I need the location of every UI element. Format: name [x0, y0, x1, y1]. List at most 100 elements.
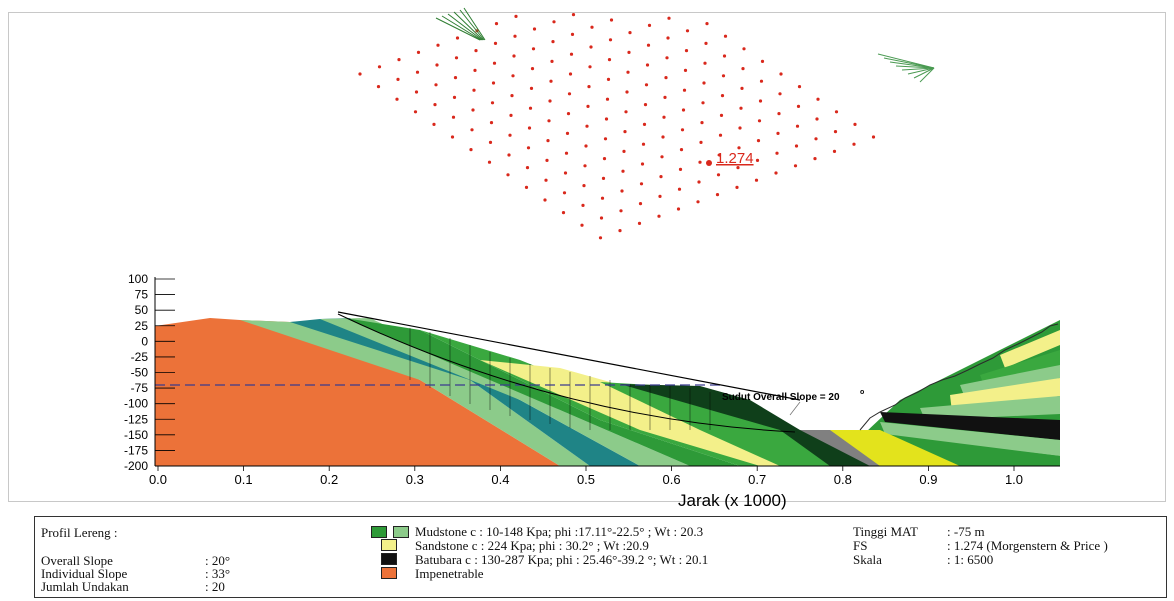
grid-point: [527, 126, 532, 130]
grid-point: [474, 49, 478, 53]
grid-point: [737, 146, 741, 150]
tinggi-mat-label: Tinggi MAT: [853, 524, 918, 539]
grid-point: [697, 180, 701, 184]
sandstone-swatch: [381, 539, 397, 551]
grid-point: [642, 122, 647, 126]
grid-point: [563, 171, 568, 175]
grid-point: [452, 95, 457, 99]
slice-lines: [409, 328, 711, 430]
y-tick-label: -75: [131, 381, 149, 395]
grid-point: [532, 27, 537, 31]
grid-point: [834, 110, 839, 114]
grid-point: [358, 72, 362, 76]
grid-point: [598, 236, 603, 240]
radius-fan-right: [877, 53, 935, 83]
grid-point: [567, 92, 572, 96]
individual-slope-value: : 33°: [205, 566, 231, 581]
grid-point: [487, 160, 492, 164]
grid-point: [625, 90, 629, 94]
grid-point: [550, 59, 554, 64]
grid-point: [469, 148, 473, 152]
profil-title: Profil Lereng :: [41, 525, 118, 540]
grid-point: [793, 164, 798, 168]
grid-point: [627, 50, 631, 55]
grid-point: [794, 144, 799, 148]
grid-point: [624, 110, 628, 114]
grid-point: [552, 20, 556, 24]
grid-point: [470, 128, 474, 132]
overall-slope-label: Overall Slope: [41, 553, 113, 568]
layer-batubara-main: [620, 384, 870, 466]
grid-point: [491, 81, 496, 85]
grid-point: [647, 23, 652, 27]
y-tick-label: 75: [135, 288, 149, 302]
grid-point: [415, 70, 420, 74]
geology-layers: [155, 313, 1060, 466]
slope-stability-diagram: 1.274: [124, 7, 1060, 510]
grid-point: [774, 171, 778, 175]
grid-point: [604, 117, 609, 121]
grid-point: [628, 30, 632, 35]
grid-point: [681, 108, 686, 112]
x-tick-label: 0.1: [235, 472, 253, 487]
sandstone-legend-text: Sandstone c : 224 Kpa; phi : 30.2° ; Wt …: [415, 538, 649, 553]
grid-point: [473, 68, 477, 72]
grid-point: [619, 209, 623, 213]
grid-point: [507, 153, 511, 157]
grid-point: [740, 86, 744, 90]
grid-point: [509, 113, 513, 117]
grid-point: [716, 173, 721, 177]
grid-point: [414, 90, 419, 94]
layer-teal: [290, 318, 640, 466]
overall-slope-annotation: Sudut Overall Slope = 20: [722, 392, 840, 403]
grid-point: [662, 115, 666, 119]
layer-impenetrable: [155, 318, 560, 466]
grid-point: [453, 76, 458, 80]
grid-point: [719, 113, 724, 117]
grid-point: [472, 88, 476, 92]
y-tick-label: -200: [124, 459, 148, 473]
grid-point: [778, 92, 782, 96]
grid-point: [756, 139, 761, 143]
grid-point: [590, 25, 594, 29]
grid-point: [718, 133, 723, 137]
grid-point: [705, 22, 709, 26]
grid-point: [608, 38, 613, 42]
grid-point: [676, 207, 681, 211]
grid-point: [637, 221, 642, 225]
overall-slope-line: [337, 311, 801, 401]
grid-point: [815, 117, 819, 121]
grid-point: [471, 108, 475, 112]
grid-point: [396, 77, 400, 81]
y-tick-label: 25: [135, 319, 149, 333]
x-tick-label: 0.2: [320, 472, 338, 487]
grid-point: [435, 63, 439, 67]
grid-point: [455, 36, 460, 40]
grid-point: [530, 67, 535, 71]
grid-point: [702, 81, 706, 85]
fs-value-label: 1.274: [716, 150, 754, 167]
grid-point: [754, 178, 759, 182]
grid-point: [606, 77, 611, 81]
grid-point: [816, 97, 820, 101]
x-tick-label: 0.8: [834, 472, 852, 487]
grid-point: [757, 119, 762, 123]
grid-point: [852, 142, 856, 146]
grid-point: [544, 178, 548, 182]
grid-point: [600, 196, 605, 200]
grid-point: [531, 47, 536, 51]
individual-slope-label: Individual Slope: [41, 566, 128, 581]
x-tick-label: 0.0: [149, 472, 167, 487]
grid-point: [543, 198, 547, 202]
grid-point: [659, 175, 663, 179]
grid-point: [489, 121, 494, 125]
jumlah-undakan-label: Jumlah Undakan: [41, 579, 129, 594]
grid-point: [568, 72, 573, 76]
grid-point: [582, 184, 586, 188]
y-tick-label: 50: [135, 303, 149, 317]
grid-point: [723, 34, 728, 38]
grid-point: [739, 106, 743, 110]
grid-point: [526, 146, 531, 150]
grid-point: [698, 160, 702, 164]
grid-point: [569, 52, 574, 56]
